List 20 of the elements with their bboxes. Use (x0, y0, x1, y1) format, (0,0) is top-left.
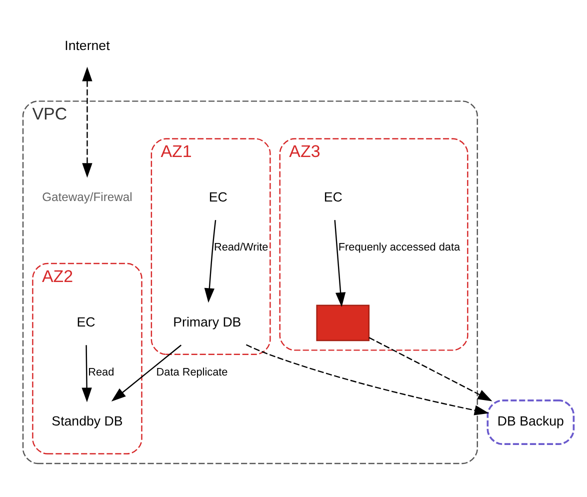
node-text: EC (208, 189, 228, 204)
node-box (316, 304, 370, 341)
arrow (334, 220, 346, 306)
arrow (246, 344, 490, 415)
node-text: EC (76, 314, 96, 329)
node-text: Gateway/Firewal (42, 190, 132, 204)
edge-label: Frequenly accessed data (338, 240, 460, 253)
arrow (368, 336, 492, 401)
arrow (111, 344, 182, 402)
arrow (204, 219, 216, 302)
node-box: DB Backup (486, 399, 575, 444)
edge-label: Read/Write (214, 240, 268, 253)
node-text: Internet (64, 38, 110, 53)
node-text: Primary DB (173, 314, 242, 329)
arrow (82, 344, 92, 402)
node-text: Standby DB (52, 413, 123, 428)
node-text: EC (324, 189, 342, 204)
edge-label: Read (88, 366, 114, 378)
edge-label: Data Replicate (156, 366, 228, 378)
arrow (82, 66, 92, 178)
